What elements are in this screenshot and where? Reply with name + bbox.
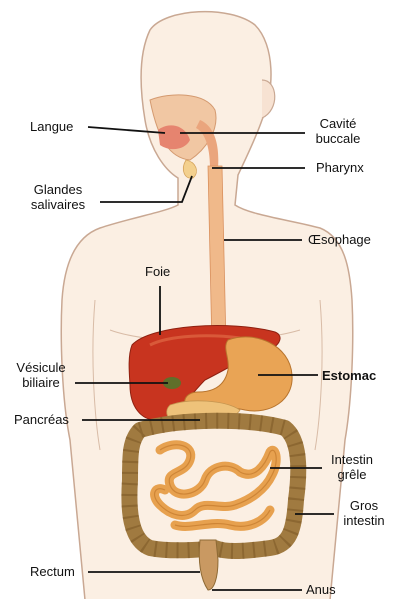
label-cavite-line1: Cavité [308,116,368,131]
label-glandes-line2: salivaires [22,197,94,212]
label-gros-intestin-line2: intestin [336,513,392,528]
label-cavite-line2: buccale [308,131,368,146]
label-pancreas: Pancréas [14,412,69,427]
label-foie: Foie [145,264,170,279]
label-vesicule-biliaire: Vésicule biliaire [10,360,72,390]
ear-outline [262,80,275,118]
label-rectum: Rectum [30,564,75,579]
label-cavite-buccale: Cavité buccale [308,116,368,146]
label-intestin-grele-line2: grêle [324,467,380,482]
label-intestin-grele: Intestin grêle [324,452,380,482]
label-glandes-salivaires: Glandes salivaires [22,182,94,212]
label-gros-intestin: Gros intestin [336,498,392,528]
head-outline [61,12,352,599]
label-anus: Anus [306,582,336,597]
label-pharynx: Pharynx [316,160,364,175]
label-intestin-grele-line1: Intestin [324,452,380,467]
label-glandes-line1: Glandes [22,182,94,197]
label-langue: Langue [30,119,73,134]
label-vesicule-line2: biliaire [10,375,72,390]
label-vesicule-line1: Vésicule [10,360,72,375]
label-gros-intestin-line1: Gros [336,498,392,513]
label-oesophage: Œsophage [308,232,371,247]
label-estomac: Estomac [322,368,376,383]
body-silhouette [61,12,352,599]
